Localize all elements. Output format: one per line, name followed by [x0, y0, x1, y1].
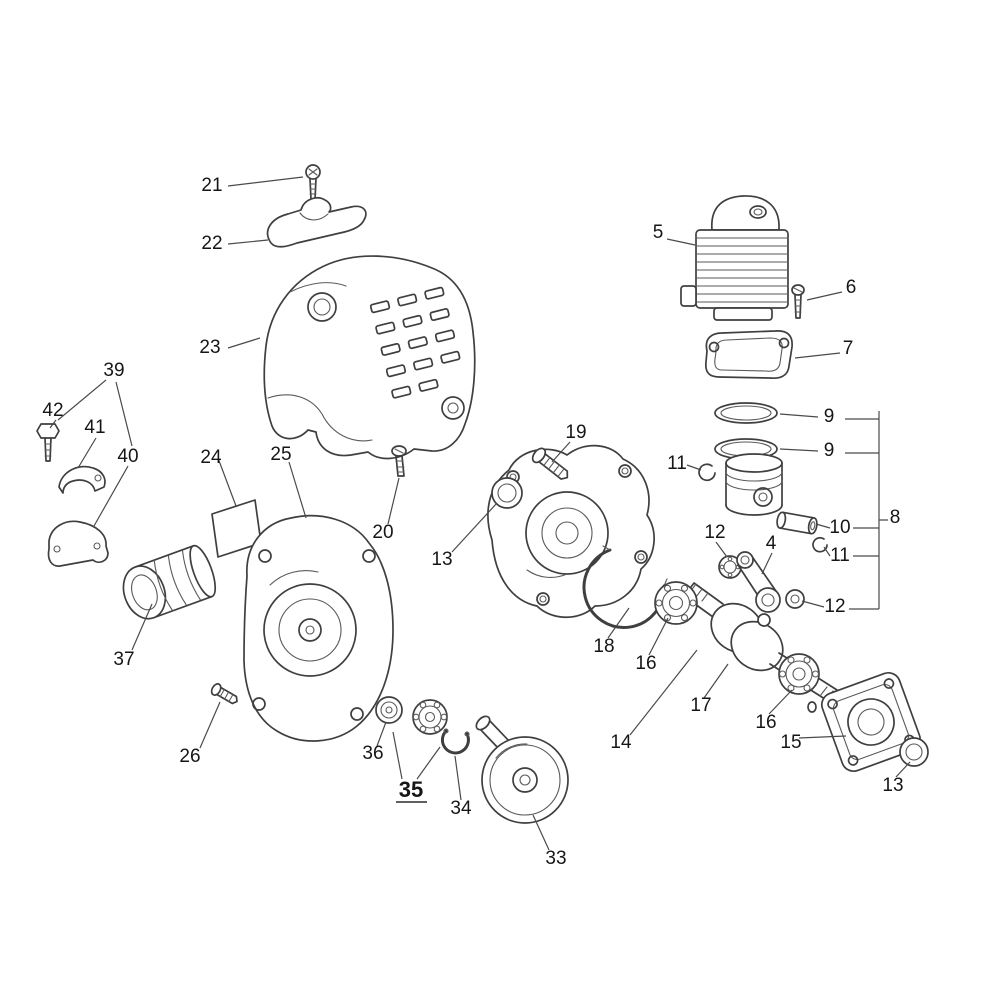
callout-24: 24: [200, 447, 222, 468]
part-35-bearing-set-icon: [412, 699, 448, 735]
callout-26: 26: [179, 746, 200, 767]
dowel-pin-icon: [807, 701, 817, 713]
part-9-piston-ring-top-icon: [714, 402, 778, 424]
part-8-piston-icon: [725, 453, 783, 516]
callout-14: 14: [610, 732, 632, 753]
part-42-bolt-icon: [36, 423, 60, 462]
callout-12-left: 12: [704, 522, 725, 543]
callout-18: 18: [593, 636, 614, 657]
part-7-cylinder-gasket-icon: [704, 330, 793, 380]
part-20-screw-icon: [391, 445, 407, 477]
callout-40: 40: [117, 446, 138, 467]
callout-20: 20: [372, 522, 393, 543]
part-4-connecting-rod-icon: [736, 551, 781, 613]
callout-25: 25: [270, 444, 291, 465]
bracket-8: [845, 411, 888, 610]
callout-13-left: 13: [431, 549, 452, 570]
part-16-ball-bearing-left-icon: [654, 581, 698, 625]
part-25-fan-housing-icon: [243, 514, 394, 742]
bracket-35: [392, 731, 441, 780]
callout-41: 41: [84, 417, 105, 438]
callout-11-right: 11: [830, 545, 850, 566]
callout-9-bottom: 9: [824, 440, 835, 461]
part-12-washer-icon: [785, 589, 805, 609]
callout-12-right: 12: [824, 596, 845, 617]
callout-4: 4: [766, 533, 777, 554]
part-37-intake-tube-icon: [122, 544, 217, 620]
part-36-bearing-icon: [375, 696, 403, 724]
bracket-39: [57, 379, 133, 447]
part-22-cover-grommet-icon: [266, 197, 367, 248]
part-13-oil-seal-left-icon: [491, 477, 523, 509]
part-19-screw-icon: [531, 447, 569, 480]
callout-5: 5: [653, 222, 664, 243]
part-5-cylinder-icon: [680, 195, 789, 321]
part-41-clamp-upper-icon: [58, 465, 106, 494]
callout-33: 33: [545, 848, 566, 869]
callout-16-left: 16: [635, 653, 656, 674]
part-34-circlip-icon: [440, 728, 470, 755]
part-11-circlip-left-icon: [698, 463, 716, 482]
callout-21: 21: [201, 175, 222, 196]
part-33-clutch-drum-icon: [475, 715, 569, 824]
part-13-oil-seal-right-icon: [899, 737, 929, 767]
callout-19: 19: [565, 422, 586, 443]
callout-17: 17: [690, 695, 711, 716]
part-10-piston-pin-icon: [776, 511, 818, 535]
part-23-engine-cover-icon: [263, 255, 476, 460]
vent-slats: [369, 286, 461, 399]
part-crankcase-flywheel-side-icon: [487, 444, 655, 619]
leader-lines: [49, 176, 911, 851]
callout-7: 7: [843, 338, 854, 359]
callout-35: 35: [399, 777, 423, 802]
part-16-ball-bearing-right-icon: [778, 653, 820, 695]
part-26-screw-icon: [210, 683, 238, 705]
part-40-clamp-lower-icon: [47, 520, 109, 567]
callout-37: 37: [113, 649, 134, 670]
callout-10: 10: [829, 517, 850, 538]
callout-6: 6: [846, 277, 857, 298]
callout-22: 22: [201, 233, 222, 254]
part-21-screw-icon: [305, 164, 321, 200]
callout-36: 36: [362, 743, 383, 764]
callout-11-left: 11: [667, 453, 687, 474]
callout-13-right: 13: [882, 775, 903, 796]
callout-16-right: 16: [755, 712, 776, 733]
callout-8: 8: [890, 507, 901, 528]
callout-39: 39: [103, 360, 124, 381]
callout-42: 42: [42, 400, 63, 421]
callout-15: 15: [780, 732, 801, 753]
part-6-bolt-icon: [791, 284, 805, 319]
callout-23: 23: [199, 337, 220, 358]
part-11-circlip-right-icon: [812, 536, 828, 553]
callout-9-top: 9: [824, 406, 835, 427]
callout-34: 34: [450, 798, 472, 819]
